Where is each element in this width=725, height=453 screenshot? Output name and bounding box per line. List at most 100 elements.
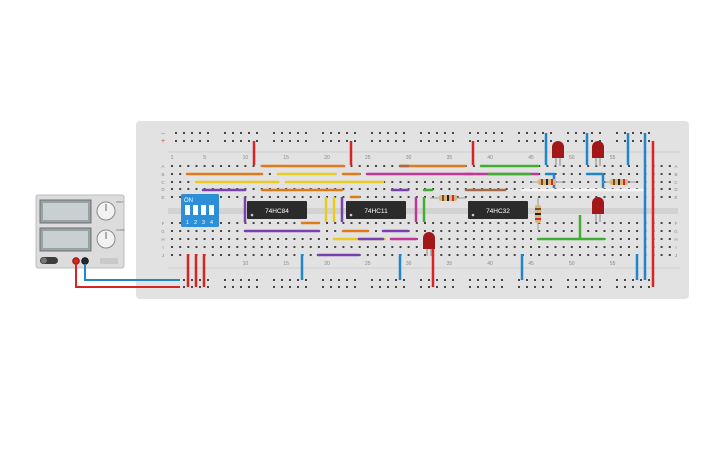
rail-hole[interactable] xyxy=(273,140,275,142)
breadboard-hole[interactable] xyxy=(595,254,598,256)
rail-hole[interactable] xyxy=(256,279,258,281)
breadboard-hole[interactable] xyxy=(497,238,500,240)
breadboard-hole[interactable] xyxy=(530,246,532,248)
led[interactable] xyxy=(592,141,604,166)
breadboard-hole[interactable] xyxy=(317,246,320,248)
rail-hole[interactable] xyxy=(379,286,381,288)
rail-hole[interactable] xyxy=(469,140,471,142)
rail-hole[interactable] xyxy=(534,140,536,142)
jumper-wires[interactable] xyxy=(185,164,647,257)
breadboard-hole[interactable] xyxy=(456,238,459,240)
rail-hole[interactable] xyxy=(207,279,209,281)
chip-74hc32[interactable]: 74HC32 xyxy=(468,201,528,219)
breadboard-hole[interactable] xyxy=(538,230,541,232)
breadboard-hole[interactable] xyxy=(668,246,671,248)
breadboard-hole[interactable] xyxy=(619,246,622,248)
breadboard-hole[interactable] xyxy=(268,254,271,256)
breadboard-hole[interactable] xyxy=(554,246,557,248)
rail-hole[interactable] xyxy=(591,140,593,142)
breadboard-hole[interactable] xyxy=(220,238,222,240)
rail-hole[interactable] xyxy=(232,279,234,281)
breadboard-hole[interactable] xyxy=(668,254,671,256)
rail-hole[interactable] xyxy=(477,132,479,134)
breadboard-hole[interactable] xyxy=(497,222,500,224)
rail-hole[interactable] xyxy=(616,140,618,142)
breadboard-hole[interactable] xyxy=(636,222,639,224)
breadboard-hole[interactable] xyxy=(407,196,410,198)
breadboard-hole[interactable] xyxy=(513,181,516,183)
rail-hole[interactable] xyxy=(452,286,454,288)
breadboard-hole[interactable] xyxy=(268,196,271,198)
breadboard-hole[interactable] xyxy=(472,246,475,248)
breadboard-hole[interactable] xyxy=(579,173,581,175)
breadboard-hole[interactable] xyxy=(415,254,418,256)
breadboard-hole[interactable] xyxy=(326,230,328,232)
rail-hole[interactable] xyxy=(567,286,569,288)
breadboard-hole[interactable] xyxy=(456,230,459,232)
breadboard-hole[interactable] xyxy=(570,254,573,256)
rail-hole[interactable] xyxy=(428,286,430,288)
rail-hole[interactable] xyxy=(485,286,487,288)
breadboard-hole[interactable] xyxy=(628,246,630,248)
breadboard-hole[interactable] xyxy=(187,246,190,248)
breadboard-hole[interactable] xyxy=(195,230,198,232)
breadboard-hole[interactable] xyxy=(228,196,231,198)
breadboard-hole[interactable] xyxy=(252,165,255,167)
rail-hole[interactable] xyxy=(403,286,405,288)
rail-hole[interactable] xyxy=(526,279,528,281)
breadboard-hole[interactable] xyxy=(171,173,173,175)
rail-hole[interactable] xyxy=(256,132,258,134)
rail-hole[interactable] xyxy=(256,286,258,288)
rail-hole[interactable] xyxy=(616,132,618,134)
rail-hole[interactable] xyxy=(640,279,642,281)
rail-hole[interactable] xyxy=(575,279,577,281)
rail-hole[interactable] xyxy=(583,286,585,288)
breadboard-hole[interactable] xyxy=(285,222,288,224)
breadboard-hole[interactable] xyxy=(285,238,288,240)
breadboard-hole[interactable] xyxy=(464,238,467,240)
rail-hole[interactable] xyxy=(346,279,348,281)
breadboard-hole[interactable] xyxy=(628,230,630,232)
breadboard-hole[interactable] xyxy=(260,196,263,198)
rail-hole[interactable] xyxy=(199,286,201,288)
breadboard-hole[interactable] xyxy=(252,196,255,198)
rail-hole[interactable] xyxy=(224,286,226,288)
rail-hole[interactable] xyxy=(297,279,299,281)
breadboard-hole[interactable] xyxy=(399,222,402,224)
breadboard-hole[interactable] xyxy=(521,238,524,240)
breadboard-hole[interactable] xyxy=(391,222,394,224)
rail-hole[interactable] xyxy=(485,132,487,134)
rail-hole[interactable] xyxy=(248,140,250,142)
breadboard-hole[interactable] xyxy=(448,222,451,224)
wire-supply-negative[interactable] xyxy=(84,264,180,281)
breadboard-hole[interactable] xyxy=(179,181,182,183)
breadboard-hole[interactable] xyxy=(505,222,508,224)
breadboard-hole[interactable] xyxy=(668,181,671,183)
breadboard-hole[interactable] xyxy=(252,238,255,240)
breadboard-hole[interactable] xyxy=(171,181,173,183)
rail-hole[interactable] xyxy=(183,286,185,288)
breadboard-hole[interactable] xyxy=(220,165,222,167)
leds[interactable] xyxy=(423,141,604,256)
rail-hole[interactable] xyxy=(403,279,405,281)
breadboard-hole[interactable] xyxy=(603,173,606,175)
breadboard-hole[interactable] xyxy=(277,254,280,256)
breadboard-hole[interactable] xyxy=(587,246,590,248)
breadboard-hole[interactable] xyxy=(236,238,239,240)
breadboard-hole[interactable] xyxy=(530,230,532,232)
breadboard-hole[interactable] xyxy=(619,196,622,198)
breadboard-hole[interactable] xyxy=(472,165,475,167)
rail-hole[interactable] xyxy=(550,132,552,134)
led[interactable] xyxy=(423,232,435,256)
breadboard-hole[interactable] xyxy=(293,222,296,224)
breadboard-hole[interactable] xyxy=(562,246,565,248)
dip-switch[interactable]: ON 1 2 3 4 xyxy=(181,194,219,227)
breadboard-hole[interactable] xyxy=(489,222,492,224)
breadboard-hole[interactable] xyxy=(236,165,239,167)
rail-hole[interactable] xyxy=(534,279,536,281)
breadboard-hole[interactable] xyxy=(546,230,549,232)
breadboard-hole[interactable] xyxy=(464,181,467,183)
rail-hole[interactable] xyxy=(542,286,544,288)
breadboard-hole[interactable] xyxy=(636,181,639,183)
rail-hole[interactable] xyxy=(322,279,324,281)
